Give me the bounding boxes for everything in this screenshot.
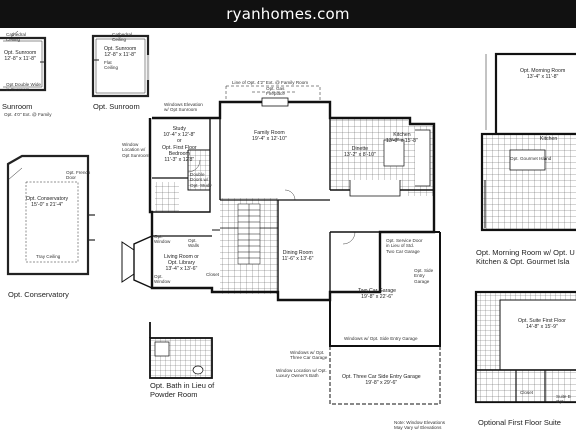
room-sunroom-b: Opt. Sunroom 12'-8" x 11'-8" (104, 46, 137, 59)
note-window-b: Opt. Window (154, 274, 171, 285)
caption-bath: Opt. Bath in Lieu of Powder Room (150, 381, 215, 400)
note-garage-opt: Opt. Side Entry Garage (414, 268, 434, 284)
note-suite-bath: Suite B Opt. (556, 394, 571, 405)
room-living: Living Room or Opt. Library 13'-4" x 13'… (164, 254, 199, 273)
note-gourmet: Opt. Gourmet Island (510, 156, 552, 161)
bath-plan (149, 322, 213, 379)
note-window-lux: Window Location w/ Opt. Luxury Owner's B… (276, 368, 327, 379)
sunroom-mid-plan (91, 34, 150, 98)
note-fireplace: Opt. Gas Fireplace (266, 86, 285, 97)
top-bar: ryanhomes.com (0, 0, 576, 28)
note-ext-49: Opt. 4'0" Ext. @ Family (4, 112, 52, 117)
caption-suite: Optional First Floor Suite (478, 418, 561, 427)
note-bottom: Note: Window Elevations May Vary w/ Elev… (394, 420, 446, 431)
conservatory-plan (6, 154, 95, 276)
room-study: Study 10'-4" x 12'-8" or Opt. First Floo… (162, 126, 197, 164)
note-windows-elev: Windows Elevation w/ Opt Sunroom (164, 102, 203, 113)
room-morning-kitchen: Kitchen (540, 136, 558, 142)
note-window-loc: Window Location w/ Opt Sunroom (122, 142, 150, 158)
floor-plan-sheet: Sunroom Opt. Sunroom Opt. Conservatory O… (0, 28, 576, 432)
room-morning: Opt. Morning Room 13'-4" x 11'-8" (520, 68, 566, 81)
room-kitchen: Kitchen 13'-0" x 15'-8" (386, 132, 418, 145)
note-cathedral: Cathedral Ceiling (6, 32, 26, 43)
note-tray: Tray Ceiling (36, 254, 61, 259)
suite-plan (474, 290, 576, 404)
note-closet: Closet (206, 272, 220, 277)
sunroom-left-plan (0, 30, 47, 92)
caption-sunroom-mid: Opt. Sunroom (93, 102, 140, 111)
room-dinette: Dinette 13'-2" x 8'-10" (344, 146, 376, 159)
room-sunroom-a: Opt. Sunroom 12'-8" x 11'-8" (4, 50, 37, 63)
room-garage: Two Car Garage 19'-8" x 22'-6" (358, 288, 397, 301)
note-service-door: Opt. Service Door in Lieu of Std. Two Ca… (386, 238, 423, 254)
room-suite: Opt. Suite First Floor 14'-8" x 15'-9" (518, 318, 566, 331)
note-window-a: Opt. Window (154, 234, 171, 245)
note-french-door: Opt. French Door (66, 170, 91, 181)
room-family: Family Room 19'-4" x 12'-10" (252, 130, 287, 143)
room-conservatory: Opt. Conservatory 15'-0" x 21'-4" (26, 196, 69, 209)
note-windows-side: Windows w/ Opt. Side Entry Garage (344, 336, 418, 341)
main-floor-plan (121, 85, 441, 405)
note-family-ext: Line of Opt. 4'2" Ext. @ Family Room (232, 80, 309, 85)
caption-conservatory: Opt. Conservatory (8, 290, 69, 299)
note-windows-3car: Windows w/ Opt. Three Car Garage (290, 350, 328, 361)
room-garage-3car: Opt. Three Car Side Entry Garage 19'-8" … (342, 374, 421, 387)
note-double-door: Double Doors w/ Opt. Study (190, 172, 212, 188)
note-walls: Opt. Walls (188, 238, 200, 249)
room-dining: Dining Room 11'-6" x 13'-6" (282, 250, 314, 263)
note-cathedral-b: Cathedral Ceiling (112, 32, 132, 43)
morning-room-plan (480, 52, 576, 232)
caption-morning: Opt. Morning Room w/ Opt. U Kitchen & Op… (476, 248, 575, 267)
note-flat: Flat Ceiling (104, 60, 119, 71)
note-closet-suite: Closet (520, 390, 534, 395)
note-opt-double: Opt Double Wide in Sunroom (6, 82, 41, 93)
site-title: ryanhomes.com (226, 5, 350, 23)
caption-sunroom-left: Sunroom (2, 102, 33, 111)
